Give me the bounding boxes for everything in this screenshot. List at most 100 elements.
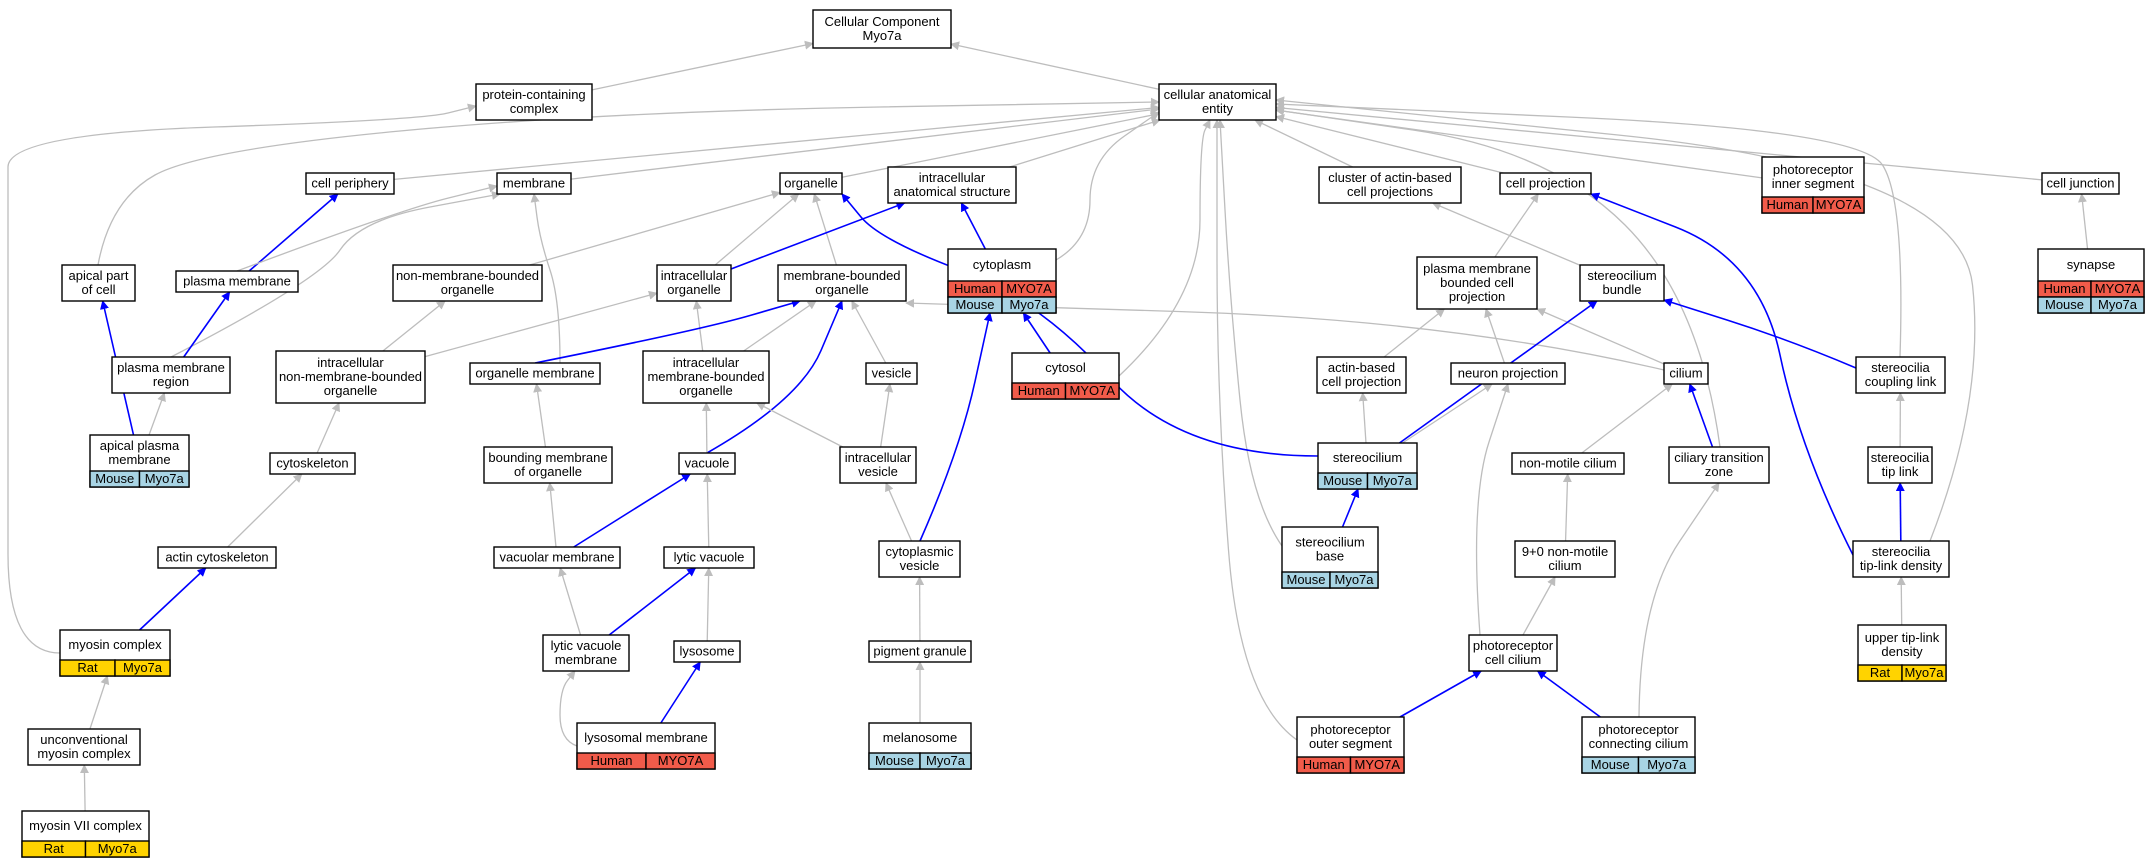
node-lysosome[interactable]: lysosome <box>673 640 741 663</box>
node-cytoskeleton[interactable]: cytoskeleton <box>269 452 356 475</box>
node-lytic-vacuole[interactable]: lytic vacuole <box>663 546 755 569</box>
node-label: vacuolar membrane <box>500 550 615 565</box>
node-membrane[interactable]: membrane <box>496 172 572 195</box>
species-label: Mouse <box>2045 297 2084 312</box>
gene-label: MYO7A <box>1816 197 1862 212</box>
gray-edge <box>851 300 887 364</box>
node-organelle-membrane[interactable]: organelle membrane <box>469 362 601 385</box>
node-vacuole[interactable]: vacuole <box>678 452 736 475</box>
node-box <box>469 362 601 385</box>
node-box <box>275 350 426 404</box>
node-label: stereocilia <box>1871 360 1930 375</box>
node-label: Cellular Component <box>825 14 940 29</box>
node-label: cytoskeleton <box>276 456 348 471</box>
gray-edge <box>1581 383 1673 454</box>
gene-label: Myo7a <box>123 660 163 675</box>
node-actin-cytoskeleton[interactable]: actin cytoskeleton <box>157 546 277 569</box>
node-intracellular-non-membrane-bounded-organelle[interactable]: intracellularnon-membrane-boundedorganel… <box>275 350 426 404</box>
gray-edge <box>885 482 913 542</box>
gray-edge <box>950 41 1160 90</box>
node-label: membrane-bounded <box>783 268 900 283</box>
node-label: organelle <box>324 383 378 398</box>
node-neuron-projection[interactable]: neuron projection <box>1450 362 1566 385</box>
blue-edge <box>534 298 801 364</box>
gray-edge <box>148 392 166 436</box>
node-non-motile-cilium[interactable]: non-motile cilium <box>1511 452 1625 475</box>
node-cell-projection[interactable]: cell projection <box>1499 172 1592 195</box>
gray-edge <box>704 567 714 642</box>
species-label: Rat <box>44 841 65 856</box>
gene-cell <box>1366 472 1418 490</box>
node-organelle[interactable]: organelle <box>779 172 843 195</box>
gene-label: Myo7a <box>1373 473 1413 488</box>
node-vacuolar-membrane[interactable]: vacuolar membrane <box>493 546 621 569</box>
node-box <box>839 446 917 484</box>
gray-edge <box>1275 103 2043 181</box>
node-plasma-membrane[interactable]: plasma membrane <box>175 270 299 293</box>
node-box <box>1499 172 1592 195</box>
gene-cell <box>1812 196 1865 214</box>
node-vesicle[interactable]: vesicle <box>865 362 918 385</box>
gray-edge <box>97 97 1160 266</box>
node-label: membrane <box>503 176 565 191</box>
gene-cell <box>1349 756 1405 774</box>
node-cell-junction[interactable]: cell junction <box>2041 172 2120 195</box>
node-label: bundle <box>1602 282 1641 297</box>
node-box <box>1514 540 1616 578</box>
gene-label: MYO7A <box>1006 281 1052 296</box>
node-label: actin cytoskeleton <box>165 550 268 565</box>
blue-edge <box>183 291 231 358</box>
node-cilium[interactable]: cilium <box>1663 362 1709 385</box>
gray-edge <box>227 473 303 548</box>
node-label: stereocilium <box>1333 450 1402 465</box>
gray-edge <box>1118 119 1211 377</box>
node-pigment-granule[interactable]: pigment granule <box>868 640 972 663</box>
nodes-layer: Cellular ComponentMyo7aprotein-containin… <box>21 9 2145 858</box>
blue-edge <box>1341 488 1360 528</box>
gene-cell <box>138 470 190 488</box>
node-label: bounded cell <box>1440 275 1514 290</box>
node-box <box>678 452 736 475</box>
species-label: Mouse <box>875 753 914 768</box>
node-cell-periphery[interactable]: cell periphery <box>305 172 395 195</box>
